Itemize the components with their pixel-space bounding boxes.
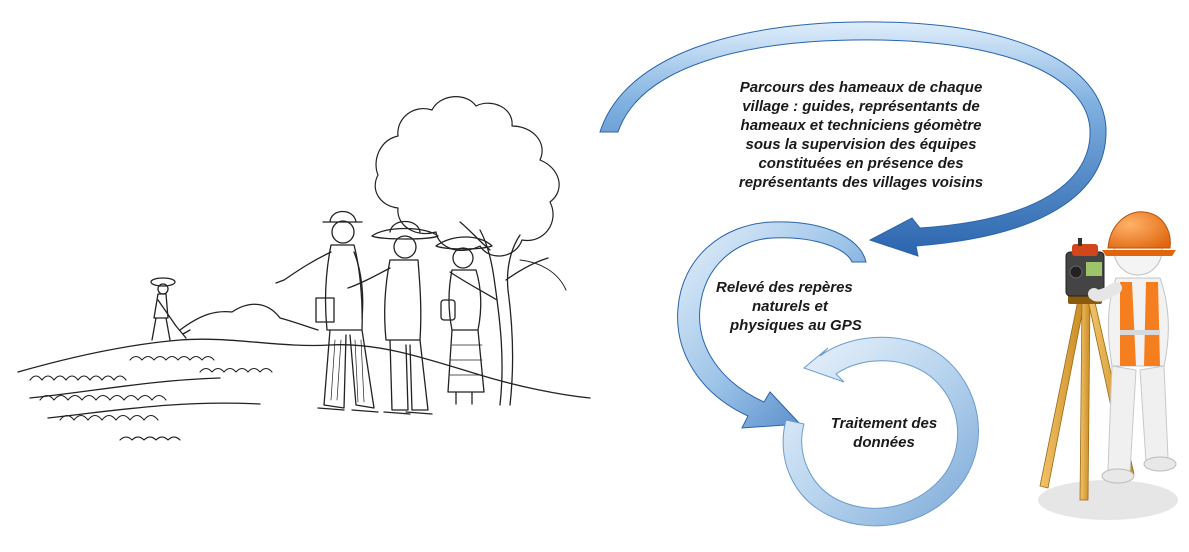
step-2-line: naturels et: [752, 298, 828, 315]
step-2-text: Relevé des repères naturels et physiques…: [716, 278, 886, 335]
step-3-line: données: [853, 434, 915, 451]
step-1-line: village : guides, représentants de: [742, 98, 980, 115]
step-1-line: représentants des villages voisins: [738, 174, 984, 191]
step-1-line: Parcours des hameaux de chaque: [739, 79, 983, 96]
surveyor-3d-figure: [1038, 211, 1178, 520]
step-2-line: Relevé des repères: [716, 279, 853, 296]
arrow-ring-3: [782, 336, 979, 527]
step-1-text: Parcours des hameaux de chaque village :…: [702, 78, 1020, 192]
flow-arrows: [599, 21, 1107, 527]
step-1-line: sous la supervision des équipes: [745, 136, 977, 153]
step-1-line: hameaux et techniciens géomètre: [740, 117, 982, 134]
arrow-loop-1: [599, 21, 1107, 257]
farmer-scene-illustration: [17, 96, 591, 441]
step-2-line: physiques au GPS: [730, 317, 862, 334]
arrow-loop-2: [677, 221, 867, 429]
step-3-line: Traitement des: [830, 415, 938, 432]
step-3-text: Traitement des données: [820, 414, 948, 452]
step-1-line: constituées en présence des: [758, 155, 964, 172]
